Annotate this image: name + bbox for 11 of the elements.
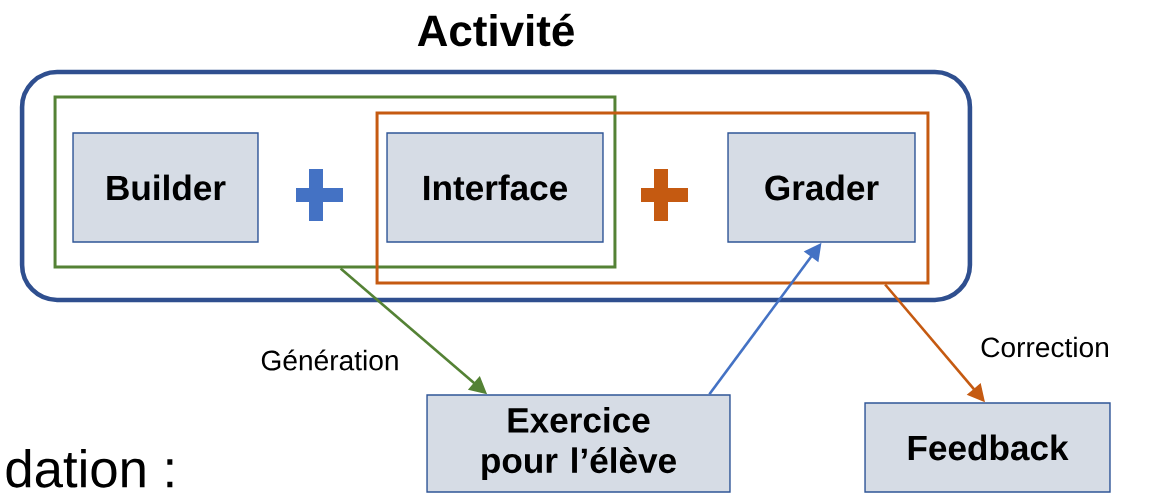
group-frame <box>375 111 930 285</box>
node-label: Activité <box>417 13 574 47</box>
process-box: Feedback <box>864 402 1111 493</box>
edge-label: Génération <box>258 347 402 373</box>
process-box: Grader <box>727 132 916 243</box>
process-box: Exercice pour l’élève <box>426 394 731 493</box>
process-box: Interface <box>386 132 604 243</box>
note-text: dation : <box>6 448 173 488</box>
group-frame <box>53 95 617 269</box>
edge-label: Correction <box>978 334 1112 360</box>
process-box: Builder <box>72 132 259 243</box>
